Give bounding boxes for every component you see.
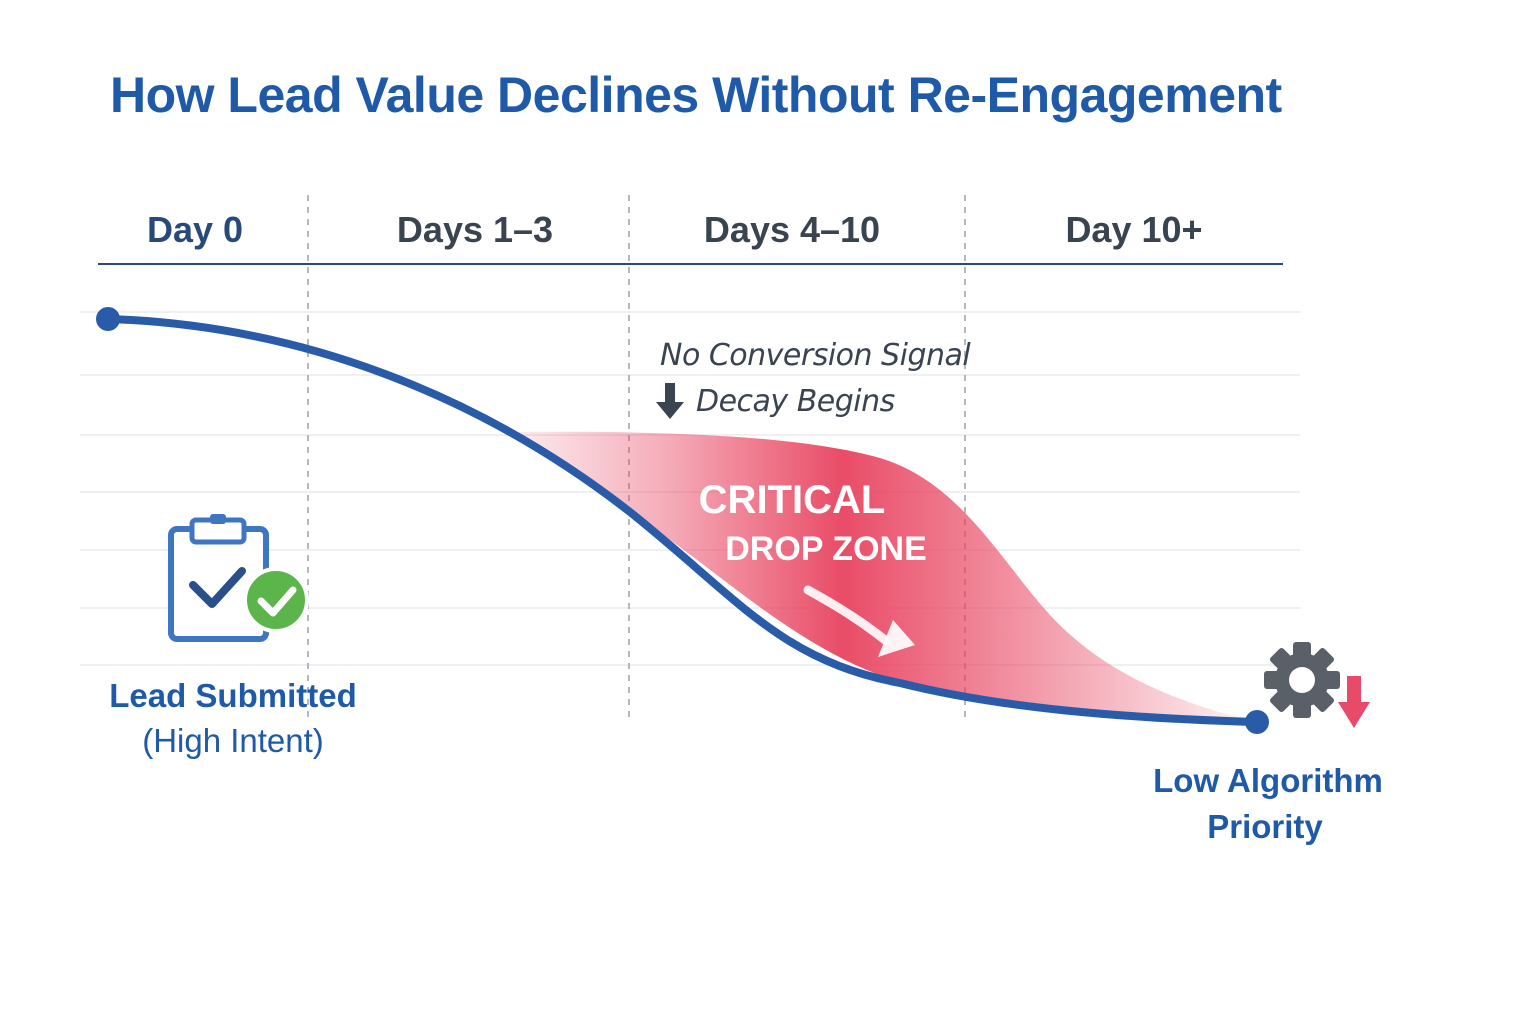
down-arrow-icon	[656, 383, 684, 419]
diagram-title: How Lead Value Declines Without Re-Engag…	[110, 67, 1283, 123]
gear-down-icon	[1264, 642, 1370, 728]
end-label-subtitle: Priority	[1207, 808, 1323, 845]
critical-drop-zone	[505, 431, 1255, 722]
decay-begins-text: Decay Begins	[696, 384, 895, 419]
no-conversion-signal-text: No Conversion Signal	[660, 338, 971, 373]
start-point	[96, 307, 120, 331]
phase-label-days4-10: Days 4–10	[704, 209, 880, 250]
phase-label-days1-3: Days 1–3	[397, 209, 553, 250]
critical-zone-subtitle: DROP ZONE	[725, 530, 927, 568]
clipboard-check-icon	[168, 514, 309, 642]
lead-value-curve	[104, 315, 1261, 726]
start-label-title: Lead Submitted	[109, 677, 357, 714]
end-label-title: Low Algorithm	[1153, 762, 1383, 799]
phase-label-day0: Day 0	[147, 209, 243, 250]
trend-down-arrow-icon	[803, 585, 915, 657]
start-label-subtitle: (High Intent)	[142, 722, 324, 759]
phase-label-day10plus: Day 10+	[1065, 209, 1202, 250]
end-point	[1245, 710, 1269, 734]
critical-zone-title: CRITICAL	[699, 478, 886, 522]
